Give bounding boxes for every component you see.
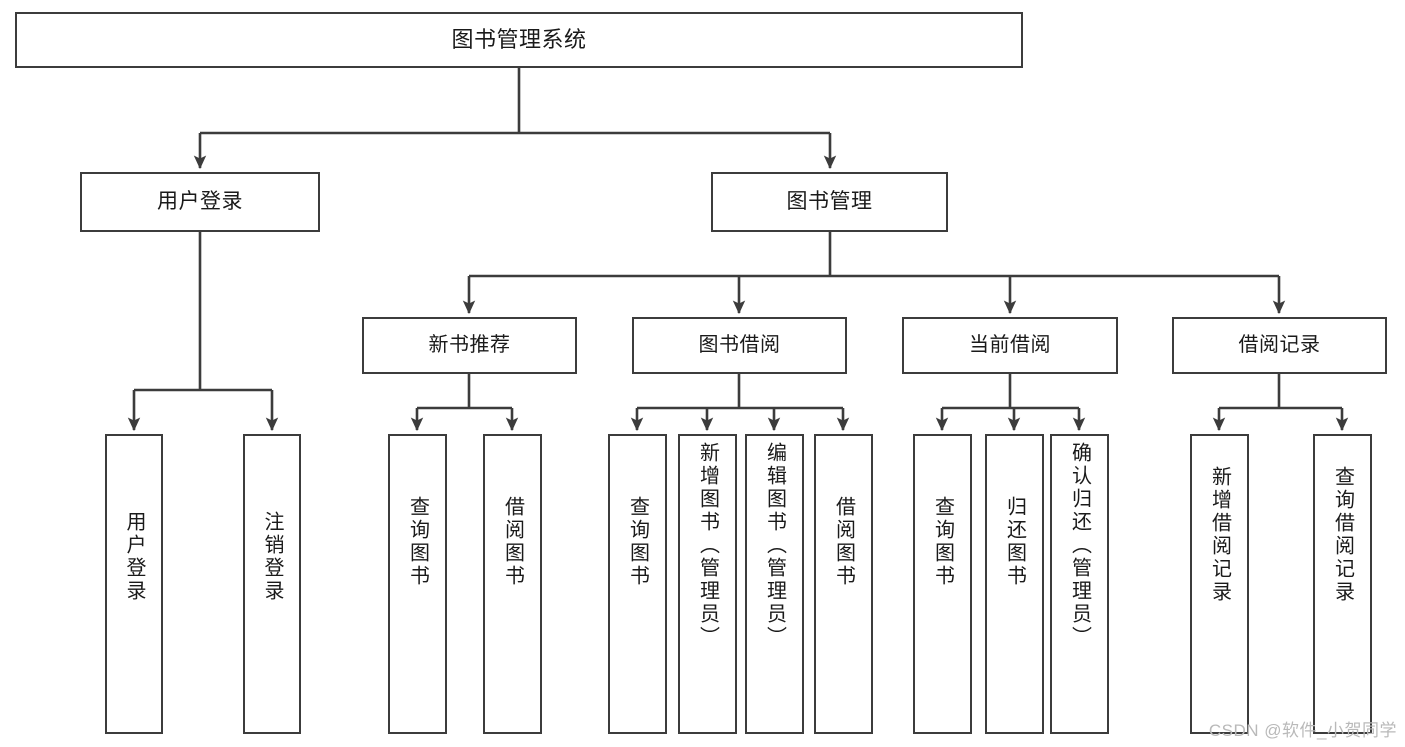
node-borrow-record[interactable]: 借阅记录: [1172, 317, 1387, 374]
csdn-watermark: CSDN @软件_小贺同学: [1208, 721, 1397, 740]
node-root[interactable]: 图书管理系统: [15, 12, 1023, 68]
node-leaf-query-borrow-record-label: 查询借阅记录: [1331, 466, 1354, 604]
node-leaf-query-book-2-label: 查询图书: [626, 496, 649, 588]
node-leaf-edit-book-admin[interactable]: 编辑图书（管理员）: [745, 434, 804, 734]
node-leaf-return-book[interactable]: 归还图书: [985, 434, 1044, 734]
node-leaf-query-book-2[interactable]: 查询图书: [608, 434, 667, 734]
node-book-borrow[interactable]: 图书借阅: [632, 317, 847, 374]
node-user-login[interactable]: 用户登录: [80, 172, 320, 232]
node-leaf-query-book-1-label: 查询图书: [406, 496, 429, 588]
node-user-login-label: 用户登录: [157, 189, 243, 213]
node-leaf-add-borrow-record-label: 新增借阅记录: [1208, 466, 1231, 604]
node-leaf-query-book-3-label: 查询图书: [931, 496, 954, 588]
node-new-book-recommend[interactable]: 新书推荐: [362, 317, 577, 374]
node-book-management[interactable]: 图书管理: [711, 172, 948, 232]
node-leaf-borrow-book-1-label: 借阅图书: [501, 496, 524, 588]
node-leaf-user-login-label: 用户登录: [123, 511, 145, 603]
node-leaf-edit-book-admin-label: 编辑图书（管理员）: [763, 442, 786, 649]
node-book-management-label: 图书管理: [786, 189, 873, 213]
node-leaf-borrow-book-2[interactable]: 借阅图书: [814, 434, 873, 734]
node-leaf-return-book-label: 归还图书: [1003, 496, 1026, 588]
node-book-borrow-label: 图书借阅: [698, 333, 781, 356]
node-leaf-query-book-1[interactable]: 查询图书: [388, 434, 447, 734]
node-current-borrow-label: 当前借阅: [969, 333, 1051, 356]
node-leaf-add-borrow-record[interactable]: 新增借阅记录: [1190, 434, 1249, 734]
node-leaf-user-login[interactable]: 用户登录: [105, 434, 163, 734]
node-leaf-confirm-return-admin[interactable]: 确认归还（管理员）: [1050, 434, 1109, 734]
node-leaf-borrow-book-1[interactable]: 借阅图书: [483, 434, 542, 734]
node-borrow-record-label: 借阅记录: [1238, 333, 1321, 356]
node-leaf-logout-login[interactable]: 注销登录: [243, 434, 301, 734]
node-leaf-add-book-admin[interactable]: 新增图书（管理员）: [678, 434, 737, 734]
node-leaf-query-borrow-record[interactable]: 查询借阅记录: [1313, 434, 1372, 734]
node-leaf-borrow-book-2-label: 借阅图书: [832, 496, 855, 588]
node-new-book-recommend-label: 新书推荐: [428, 333, 511, 356]
node-current-borrow[interactable]: 当前借阅: [902, 317, 1118, 374]
node-leaf-query-book-3[interactable]: 查询图书: [913, 434, 972, 734]
node-leaf-add-book-admin-label: 新增图书（管理员）: [696, 442, 719, 649]
node-leaf-logout-login-label: 注销登录: [261, 511, 283, 603]
node-leaf-confirm-return-admin-label: 确认归还（管理员）: [1068, 442, 1091, 649]
node-root-label: 图书管理系统: [451, 27, 587, 53]
